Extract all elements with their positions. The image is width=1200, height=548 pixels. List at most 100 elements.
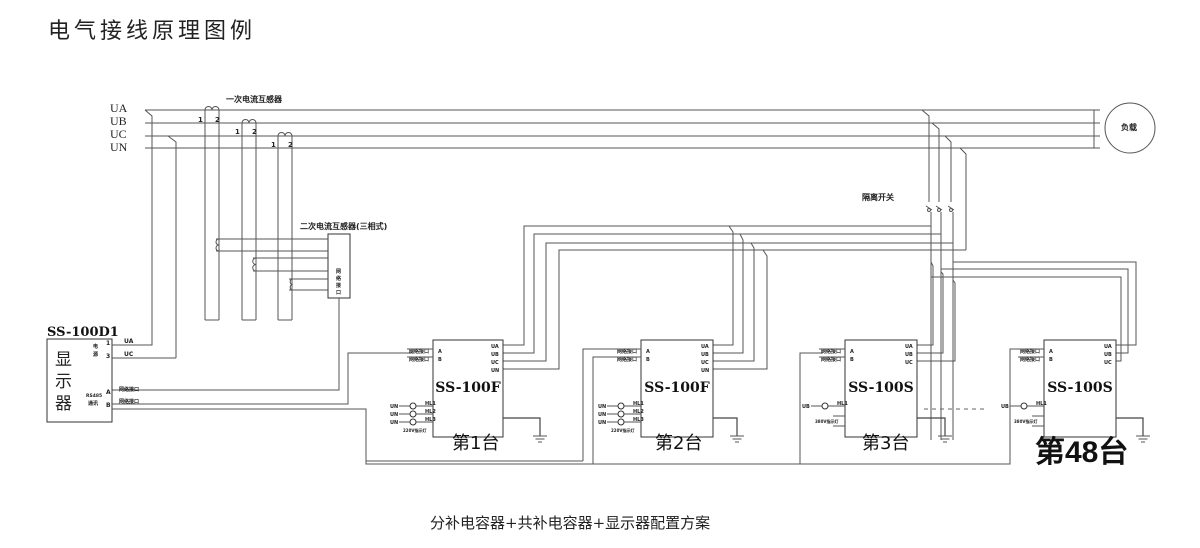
unit-2-net-port: 网络接口 [617, 356, 637, 363]
unit-3-net-port: 网络接口 [821, 356, 841, 363]
unit-2-indicator-out: HL2 [633, 409, 644, 415]
unit-2-phase-terminal: UA [701, 344, 709, 350]
unit-1-indicator-out: HL2 [425, 409, 436, 415]
load-label: 负载 [1121, 122, 1137, 132]
primary-ct-label: 一次电流互感器 [226, 94, 283, 104]
page-title: 电气接线原理图例 [48, 19, 256, 44]
unit-2-ground-wire [713, 417, 738, 436]
unit-2-indicator-lamp-icon [617, 418, 625, 426]
svg-text:2: 2 [215, 116, 220, 124]
unit-1-label: 第1台 [452, 433, 499, 454]
distribution-wires [503, 225, 1137, 370]
unit-2-indicator-out: HL3 [633, 417, 644, 423]
unit-1-model: SS-100F [435, 380, 500, 396]
svg-text:电: 电 [93, 343, 98, 350]
unit-4-indicator-lamp-icon [1020, 402, 1028, 410]
unit-4-model: SS-100S [1047, 380, 1113, 396]
svg-text:1: 1 [235, 128, 240, 136]
svg-text:络: 络 [336, 275, 341, 282]
display-model: SS-100D1 [47, 325, 119, 340]
svg-text:RS485: RS485 [86, 393, 102, 399]
svg-text:网: 网 [336, 268, 341, 275]
diagram-caption: 分补电容器+共补电容器+显示器配置方案 [430, 514, 710, 532]
unit-3-label: 第3台 [862, 433, 909, 454]
unit-2-model: SS-100F [644, 380, 709, 396]
unit-4-ground-wire [1116, 417, 1144, 436]
unit-4-box [1043, 339, 1117, 438]
unit-1-phase-terminal: UA [491, 344, 499, 350]
isolator-switch [921, 109, 967, 440]
unit-1-net-port: 网络接口 [409, 348, 429, 355]
svg-text:3: 3 [106, 353, 110, 360]
unit-2-net-terminal: A [646, 349, 650, 355]
unit-4-label: 第48台 [1035, 435, 1128, 469]
unit-3-indicator-note: 380V指示灯 [815, 418, 838, 424]
unit-1-phase-terminal: UN [491, 368, 499, 374]
unit-2-indicator-note: 220V指示灯 [611, 427, 634, 433]
unit-1-indicator-in: UN [390, 412, 398, 418]
bus-label-ua: UA [110, 101, 128, 115]
unit-3-indicator-out: HL1 [837, 401, 848, 407]
unit-2-indicator-in: UN [598, 412, 606, 418]
svg-text:示: 示 [55, 372, 72, 392]
unit-1-indicator-in: UN [390, 404, 398, 410]
unit-2-box [640, 339, 714, 438]
unit-4-net-terminal: A [1049, 349, 1053, 355]
unit-1-net-terminal: A [438, 349, 442, 355]
unit-3-net-port: 网络接口 [821, 348, 841, 355]
unit-3-phase-terminal: UB [905, 352, 913, 358]
unit-1-phase-terminal: UB [491, 352, 499, 358]
unit-2-phase-terminal: UB [701, 352, 709, 358]
unit-1-indicator-note: 220V指示灯 [403, 427, 426, 433]
unit-2-indicator-out: HL1 [633, 401, 644, 407]
svg-text:A: A [106, 389, 111, 396]
unit-3-ground-wire [917, 417, 946, 436]
unit-1-indicator-out: HL1 [425, 401, 436, 407]
unit-3-net-terminal: A [850, 349, 854, 355]
unit-4-net-port: 网络接口 [1020, 356, 1040, 363]
load-circle [1104, 102, 1156, 154]
unit-2-label: 第2台 [655, 433, 702, 454]
display-box [46, 338, 113, 423]
tap-uc [167, 135, 177, 355]
svg-text:B: B [106, 402, 111, 409]
unit-2-phase-terminal: UN [701, 368, 709, 374]
unit-3-phase-terminal: UC [905, 360, 913, 366]
isolator-label: 隔离开关 [862, 192, 894, 202]
svg-text:接: 接 [335, 282, 341, 289]
main-bus: UA UB UC UN 一次电流互感器 [110, 94, 1100, 355]
secondary-ct: 二次电流互感器(三相式) 网 络 接 口 [112, 221, 387, 391]
unit-4-phase-terminal: UB [1104, 352, 1112, 358]
unit-4-phase-terminal: UC [1104, 360, 1112, 366]
unit-3-indicator-in: UB [802, 404, 810, 410]
unit-3-indicator-lamp-icon [821, 402, 829, 410]
svg-text:网络接口: 网络接口 [119, 386, 139, 393]
tap-ua [144, 109, 153, 340]
svg-text:源: 源 [93, 351, 98, 358]
unit-1-indicator-out: HL3 [425, 417, 436, 423]
primary-ct-c: 1 2 [271, 132, 293, 321]
svg-text:2: 2 [252, 128, 257, 136]
svg-text:UA: UA [124, 338, 134, 345]
primary-ct-b: 1 2 [235, 119, 257, 321]
unit-1-indicator-lamp-icon [409, 410, 417, 418]
unit-2-indicator-in: UN [598, 404, 606, 410]
svg-text:UC: UC [124, 351, 134, 358]
unit-4-indicator-note: 380V指示灯 [1014, 418, 1037, 424]
unit-1-box [432, 339, 504, 438]
bus-label-uc: UC [110, 127, 127, 141]
display-unit: SS-100D1 显 示 器 电 源 1 3 RS485 通讯 A B UA U… [46, 325, 583, 462]
unit-4-indicator-in: UB [1001, 404, 1009, 410]
unit-4-phase-terminal: UA [1104, 344, 1112, 350]
unit-3-model: SS-100S [848, 380, 914, 396]
unit-3-phase-terminal: UA [905, 344, 913, 350]
unit-4-indicator-out: HL1 [1036, 401, 1047, 407]
unit-2-net-terminal: B [646, 357, 650, 363]
unit-4-net-terminal: B [1049, 357, 1053, 363]
unit-1-ground-wire [503, 417, 541, 436]
secondary-ct-label: 二次电流互感器(三相式) [300, 221, 387, 231]
unit-1-indicator-lamp-icon [409, 402, 417, 410]
svg-text:1: 1 [106, 340, 110, 347]
unit-1-phase-terminal: UC [491, 360, 499, 366]
